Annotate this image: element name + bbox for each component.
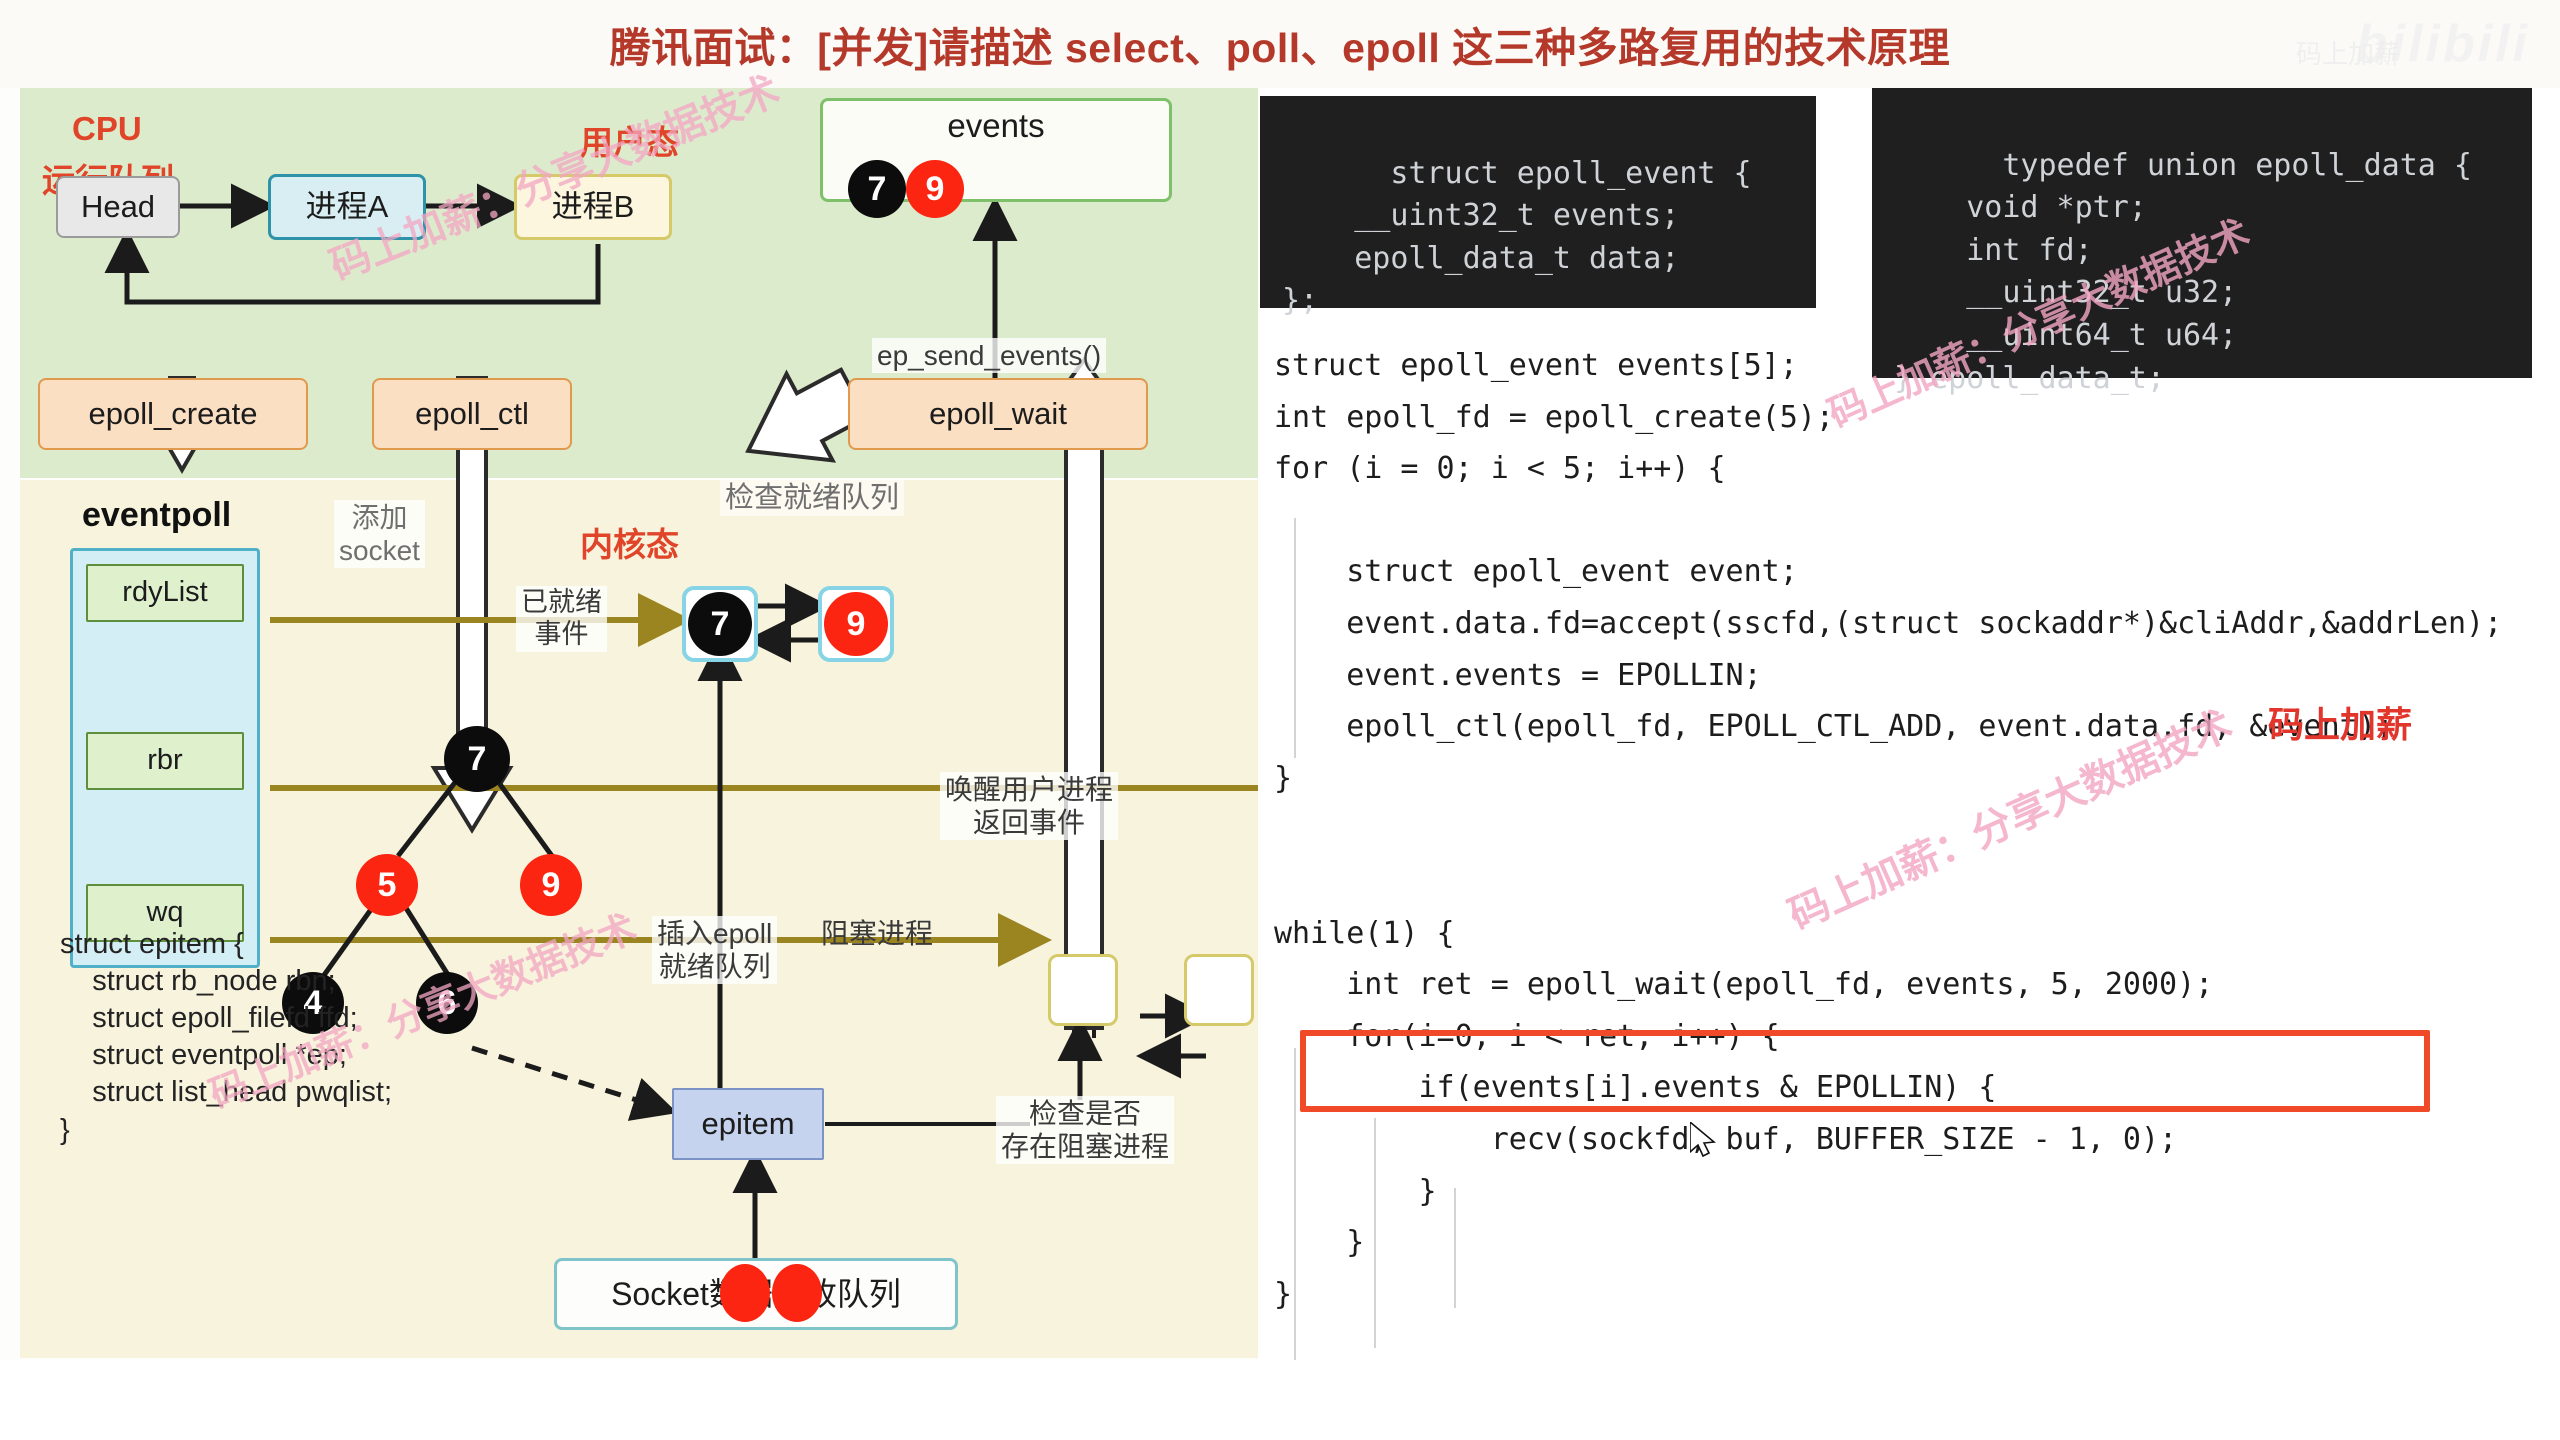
block-process-note: 阻塞进程: [821, 918, 934, 949]
watermark-brand: 码上加薪: [2295, 39, 2400, 69]
epoll-wait-box[interactable]: epoll_wait: [848, 378, 1148, 450]
check-ready-queue-note: 检查就绪队列: [720, 480, 905, 517]
typedef-epoll-data-code: typedef union epoll_data { void *ptr; in…: [1894, 147, 2472, 396]
bottom-bar: [0, 1360, 2560, 1440]
epoll-ctl-box[interactable]: epoll_ctl: [372, 378, 572, 450]
struct-epoll-event-block: struct epoll_event { __uint32_t events; …: [1260, 96, 1816, 318]
mouse-cursor: [1690, 1122, 1716, 1158]
code-line-17: }: [1274, 1173, 1437, 1209]
code-line-2: int epoll_fd = epoll_create(5);: [1274, 399, 1834, 435]
code-line-7: event.events = EPOLLIN;: [1274, 657, 1762, 693]
code-panel: struct epoll_event { __uint32_t events; …: [1258, 88, 2560, 1378]
check-blocked-note: 检查是否 存在阻塞进程: [996, 1096, 1175, 1165]
code-line-15: if(events[i].events & EPOLLIN) {: [1274, 1070, 1997, 1106]
epoll-create-box[interactable]: epoll_create: [38, 378, 308, 450]
indent-guide: [1374, 1118, 1376, 1348]
rbtree-node-9: 9: [520, 854, 582, 916]
code-line-18: }: [1274, 1225, 1365, 1261]
cpu-label: CPU: [72, 110, 142, 147]
rbtree-node-4: 4: [282, 972, 344, 1034]
bilibili-watermark: bilibili: [2355, 15, 2530, 73]
socket-marker-dot-1: [720, 1264, 770, 1322]
code-line-8: epoll_ctl(epoll_fd, EPOLL_CTL_ADD, event…: [1274, 709, 2394, 745]
code-line-16: recv(sockfd, buf, BUFFER_SIZE - 1, 0);: [1274, 1121, 2178, 1157]
epoll-wait-highlight-box: [1300, 1030, 2430, 1112]
rbtree-node-7: 7: [444, 726, 510, 792]
code-line-3: for (i = 0; i < 5; i++) {: [1274, 451, 1726, 487]
page-title: 腾讯面试：[并发]请描述 select、poll、epoll 这三种多路复用的技…: [609, 25, 1951, 71]
main-code-listing[interactable]: struct epoll_event events[5]; int epoll_…: [1274, 340, 2502, 1320]
rbtree-node-5: 5: [356, 854, 418, 916]
waitqueue-node-2: [1184, 954, 1254, 1026]
code-line-1: struct epoll_event events[5];: [1274, 348, 1798, 383]
socket-marker-dot-2: [772, 1264, 822, 1322]
events-box-title: events: [947, 107, 1045, 144]
events-node-9: 9: [906, 160, 964, 218]
waitqueue-node-1: [1048, 954, 1118, 1026]
indent-guide: [1454, 1188, 1456, 1308]
page-title-bar: 腾讯面试：[并发]请描述 select、poll、epoll 这三种多路复用的技…: [0, 0, 2560, 88]
code-line-13: int ret = epoll_wait(epoll_fd, events, 5…: [1274, 967, 2214, 1003]
events-node-7: 7: [848, 160, 906, 218]
eventpoll-field-rdylist[interactable]: rdyList: [86, 564, 244, 622]
runqueue-node-process-b[interactable]: 进程B: [514, 174, 672, 240]
code-line-19: }: [1274, 1276, 1293, 1312]
code-line-6: event.data.fd=accept(sscfd,(struct socka…: [1274, 605, 2503, 641]
ready-events-note: 已就绪 事件: [516, 586, 607, 652]
indent-guide: [1294, 518, 1296, 758]
add-socket-note: 添加 socket: [334, 500, 425, 569]
epitem-box[interactable]: epitem: [672, 1088, 824, 1160]
code-line-14: for(i=0; i < ret; i++) {: [1274, 1018, 1780, 1054]
indent-guide: [1294, 1048, 1296, 1378]
eventpoll-field-rbr[interactable]: rbr: [86, 732, 244, 790]
runqueue-node-process-a[interactable]: 进程A: [268, 174, 426, 240]
insert-epoll-rdy-note: 插入epoll 就绪队列: [652, 916, 778, 985]
struct-epitem-code: struct epitem { struct rb_node rbn; stru…: [60, 928, 393, 1146]
wake-user-process-note: 唤醒用户进程 返回事件: [940, 772, 1119, 841]
struct-epoll-event-code: struct epoll_event { __uint32_t events; …: [1282, 155, 1752, 319]
code-line-12: while(1) {: [1274, 915, 1455, 951]
kernel-mode-label: 内核态: [580, 526, 679, 563]
rdy-node-9: 9: [824, 592, 888, 656]
rdy-node-7: 7: [688, 592, 752, 656]
events-array-box[interactable]: events: [820, 98, 1172, 202]
ep-send-events-label: ep_send_events(): [872, 338, 1107, 374]
runqueue-node-head[interactable]: Head: [56, 176, 180, 238]
code-line-5: struct epoll_event event;: [1274, 554, 1798, 590]
eventpoll-field-wq[interactable]: wq: [86, 884, 244, 942]
epoll-flow-diagram: CPU 运行队列 用户态 Head 进程A 进程B events 7 9 ep_…: [20, 68, 1258, 1358]
eventpoll-title: eventpoll: [82, 496, 232, 534]
typedef-epoll-data-block: typedef union epoll_data { void *ptr; in…: [1872, 88, 2532, 396]
rbtree-node-6: 6: [416, 972, 478, 1034]
user-mode-label: 用户态: [580, 124, 679, 161]
code-line-9: }: [1274, 760, 1293, 796]
